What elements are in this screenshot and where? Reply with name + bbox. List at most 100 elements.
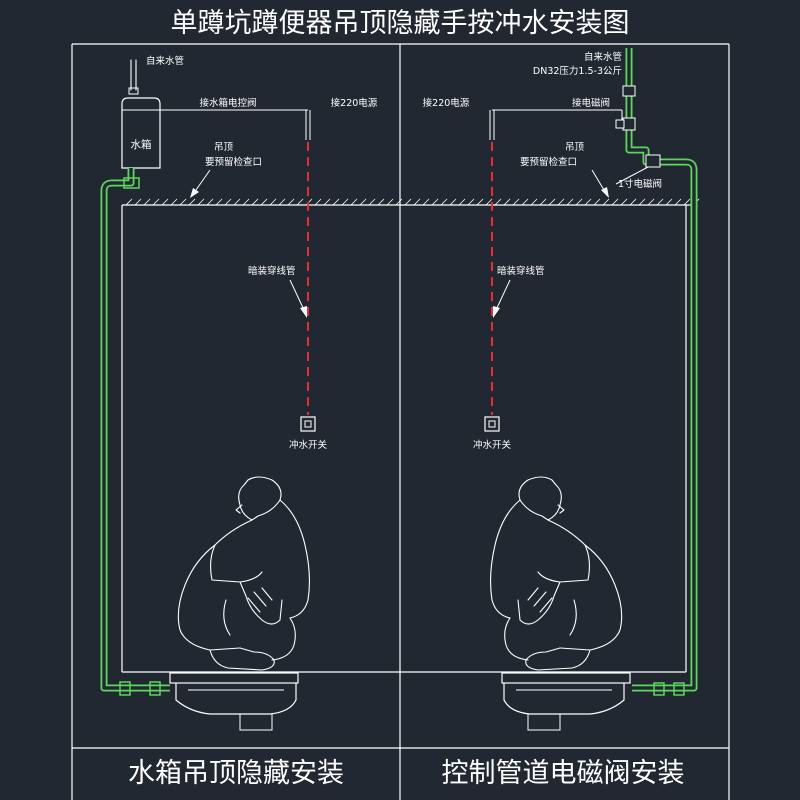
ceiling-hatch-mark — [368, 198, 376, 206]
ceiling-hatch-mark — [215, 198, 223, 206]
ceiling-hatch-mark — [251, 198, 259, 206]
ceiling-hatch-mark — [467, 198, 475, 206]
ceiling-hatch-mark — [224, 198, 232, 206]
ceiling-hatch-mark — [458, 198, 466, 206]
ceiling-hatch-mark — [602, 198, 610, 206]
pressure-label: DN32压力1.5-3公斤 — [533, 65, 622, 77]
ceiling-hatch-mark — [548, 198, 556, 206]
ceiling-hatch-mark — [170, 198, 178, 206]
left-squat-toilet — [169, 672, 299, 731]
ceiling-hatch-mark — [413, 198, 421, 206]
ceiling-hatch-mark — [503, 198, 511, 206]
ceiling-hatch-mark — [611, 198, 619, 206]
ceiling-hatch-mark — [269, 198, 277, 206]
ceiling-hatch-mark — [341, 198, 349, 206]
left-power-label: 接220电源 — [331, 97, 378, 109]
ceiling-hatch-mark — [647, 198, 655, 206]
ceiling-hatch-mark — [314, 198, 322, 206]
ceiling-hatch-mark — [143, 198, 151, 206]
tap-water-pipe — [130, 59, 137, 91]
right-squatting-person — [489, 476, 623, 671]
right-flush-switch — [484, 416, 500, 432]
right-leader-arrow — [601, 187, 609, 198]
ceiling-hatch-mark — [278, 198, 286, 206]
ceiling-hatch-mark — [179, 198, 187, 206]
right-switch-label: 冲水开关 — [473, 439, 512, 451]
ceiling-hatch-mark — [188, 198, 196, 206]
left-caption: 水箱吊顶隐藏安装 — [128, 758, 344, 789]
ceiling-hatch-mark — [125, 198, 133, 206]
ceiling-hatch-mark — [350, 198, 358, 206]
ceiling-hatch-mark — [197, 198, 205, 206]
ceiling-hatch-mark — [557, 198, 565, 206]
valve-label: 1寸电磁阀 — [618, 178, 662, 190]
ceiling-hatch-mark — [494, 198, 502, 206]
left-ceiling-label: 吊顶 — [214, 142, 234, 153]
ceiling-hatch-mark — [584, 198, 592, 206]
ceiling-hatch-mark — [620, 198, 628, 206]
ceiling-hatch-mark — [575, 198, 583, 206]
ceiling-hatch-mark — [377, 198, 385, 206]
room-outline — [121, 205, 687, 673]
right-ceiling-label: 吊顶 — [565, 142, 585, 153]
ceiling-hatch-mark — [323, 198, 331, 206]
ceiling-hatch-mark — [287, 198, 295, 206]
ceiling-hatch-mark — [431, 198, 439, 206]
water-tank: 水箱 — [121, 97, 161, 169]
ceiling-hatch-mark — [476, 198, 484, 206]
ceiling-hatch-mark — [593, 198, 601, 206]
ceiling-hatch-mark — [440, 198, 448, 206]
ceiling-hatch-mark — [152, 198, 160, 206]
solenoid-valve — [645, 154, 661, 168]
ceiling-hatch-mark — [539, 198, 547, 206]
valve-connect-label: 接电磁阀 — [572, 97, 610, 109]
ceiling-hatch-mark — [242, 198, 250, 206]
ceiling-hatch-mark — [656, 198, 664, 206]
ceiling-hatch-mark — [359, 198, 367, 206]
ceiling-hatch-mark — [422, 198, 430, 206]
left-access-label: 要预留检查口 — [205, 156, 262, 168]
right-conduit-label: 暗装穿线管 — [497, 265, 545, 277]
ceiling-hatch-mark — [161, 198, 169, 206]
right-supply-pipe — [615, 48, 698, 696]
ceiling-hatch-mark — [404, 198, 412, 206]
tap-valve — [128, 87, 139, 95]
ceiling-hatch-mark — [395, 198, 403, 206]
ceiling-hatch-mark — [665, 198, 673, 206]
ceiling-hatch-mark — [629, 198, 637, 206]
right-squat-toilet — [501, 672, 631, 731]
right-panel: 自来水管 DN32压力1.5-3公斤 接220电源 接电磁阀 吊顶 要预留检查口… — [423, 48, 698, 789]
tank-label: 水箱 — [131, 138, 152, 151]
drawing-title: 单蹲坑蹲便器吊顶隐藏手按冲水安装图 — [171, 8, 630, 39]
right-tap-water-label: 自来水管 — [584, 51, 622, 63]
right-access-label: 要预留检查口 — [520, 156, 577, 168]
ceiling-hatch-mark — [332, 198, 340, 206]
tank-valve-label: 接水箱电控阀 — [199, 97, 256, 109]
ceiling-hatch-mark — [260, 198, 268, 206]
ceiling-hatch-mark — [134, 198, 142, 206]
ceiling-hatch-mark — [386, 198, 394, 206]
right-power-label: 接220电源 — [423, 97, 470, 109]
ceiling-hatch-mark — [485, 198, 493, 206]
ceiling-hatch-mark — [512, 198, 520, 206]
left-flush-pipe — [100, 168, 170, 696]
left-switch-label: 冲水开关 — [289, 439, 328, 451]
ceiling-hatch-mark — [521, 198, 529, 206]
ceiling-hatch-mark — [449, 198, 457, 206]
left-conduit-label: 暗装穿线管 — [248, 265, 296, 277]
left-panel: 自来水管 水箱 接水箱电控阀 接220电源 吊顶 要预留检查口 暗装穿线管 冲水… — [100, 55, 378, 789]
ceiling-hatch-mark — [683, 198, 691, 206]
ceiling-hatch-mark — [296, 198, 304, 206]
ceiling-hatch-mark — [530, 198, 538, 206]
ceiling-hatch-mark — [206, 198, 214, 206]
drawing-frame — [71, 43, 730, 800]
ceiling-line — [122, 198, 700, 206]
ceiling-hatch-mark — [566, 198, 574, 206]
left-tap-water-label: 自来水管 — [146, 55, 184, 67]
ceiling-hatch-mark — [638, 198, 646, 206]
left-flush-switch — [300, 416, 316, 432]
right-caption: 控制管道电磁阀安装 — [442, 758, 685, 789]
left-leader-arrow — [190, 188, 199, 198]
left-squatting-person — [177, 476, 311, 671]
